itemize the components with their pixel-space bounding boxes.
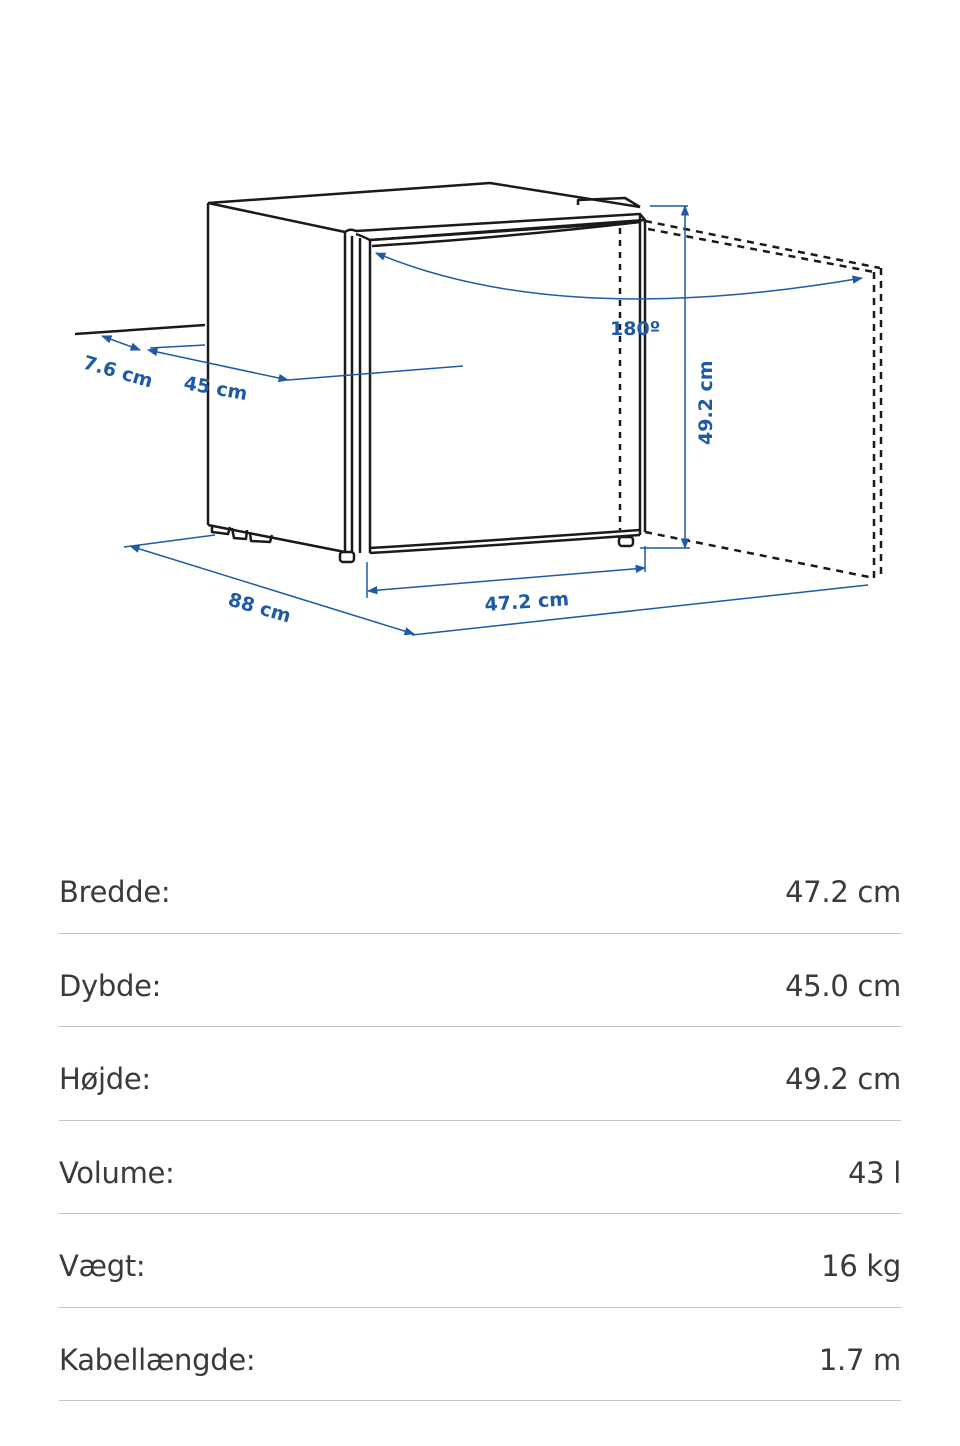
spec-row-volume: Volume: 43 l: [59, 1121, 901, 1214]
spec-row-depth: Dybde: 45.0 cm: [59, 934, 901, 1027]
spec-value: 1.7 m: [818, 1342, 901, 1377]
total-depth-label: 88 cm: [226, 589, 294, 628]
width-label: 47.2 cm: [484, 588, 570, 616]
height-label: 49.2 cm: [695, 360, 717, 445]
clearance-label: 7.6 cm: [81, 352, 156, 393]
wall-line: [74, 323, 206, 336]
spec-table: Bredde: 47.2 cm Dybde: 45.0 cm Højde: 49…: [59, 840, 901, 1401]
spec-value: 43 l: [848, 1155, 901, 1190]
spec-row-weight: Vægt: 16 kg: [59, 1214, 901, 1308]
spec-label: Dybde:: [59, 968, 162, 1003]
spec-label: Højde:: [59, 1062, 151, 1097]
spec-value: 16 kg: [821, 1249, 901, 1284]
spec-row-height: Højde: 49.2 cm: [59, 1027, 901, 1121]
dimension-lines: [101, 204, 869, 636]
fridge-body: [206, 181, 647, 564]
spec-value: 45.0 cm: [785, 968, 901, 1003]
fridge-dimension-diagram: 7.6 cm 45 cm 180º 49.2 cm 47.2 cm 88 cm: [0, 0, 960, 700]
spec-label: Volume:: [59, 1155, 175, 1190]
open-door-outline: [644, 219, 883, 580]
door-angle-label: 180º: [610, 318, 660, 340]
spec-label: Kabellængde:: [59, 1342, 256, 1377]
spec-label: Vægt:: [59, 1249, 146, 1284]
spec-row-width: Bredde: 47.2 cm: [59, 840, 901, 934]
spec-value: 47.2 cm: [785, 875, 901, 910]
depth-label: 45 cm: [182, 372, 249, 405]
spec-value: 49.2 cm: [785, 1062, 901, 1097]
spec-row-cable-length: Kabellængde: 1.7 m: [59, 1308, 901, 1401]
spec-label: Bredde:: [59, 875, 171, 910]
